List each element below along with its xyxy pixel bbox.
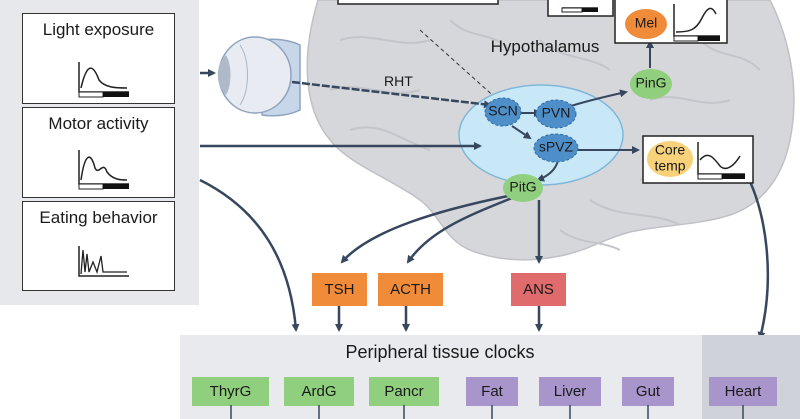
- scn-label: SCN: [488, 103, 518, 119]
- ping-label: PinG: [635, 75, 666, 91]
- motor-curve-icon: [78, 150, 129, 190]
- pitg-label: PitG: [509, 179, 536, 195]
- tissue-connectors: [230, 405, 744, 419]
- hypothalamus-label: Hypothalamus: [491, 37, 600, 56]
- acth-box: ACTH: [378, 273, 443, 306]
- motor-activity-card: Motor activity: [22, 107, 175, 198]
- peripheral-title: Peripheral tissue clocks: [345, 342, 535, 362]
- tissue-fat: Fat: [466, 377, 518, 406]
- motor-activity-label: Motor activity: [48, 114, 149, 133]
- light-exposure-card: Light exposure: [22, 13, 175, 104]
- eating-behavior-label: Eating behavior: [39, 208, 158, 227]
- tsh-box: TSH: [312, 273, 367, 306]
- tissue-liver: Liver: [539, 377, 601, 406]
- dashed-connector: [419, 29, 499, 101]
- pvn-label: PVN: [542, 105, 571, 121]
- core-temp-node: [647, 141, 693, 177]
- tissue-thyrg: ThyrG: [192, 377, 269, 406]
- eating-behavior-card: Eating behavior: [22, 201, 175, 291]
- spvz-node: [533, 133, 579, 163]
- eating-curve-icon: [78, 246, 129, 277]
- tissue-ardg: ArdG: [284, 377, 354, 406]
- core-temp-label-2: temp: [654, 158, 685, 174]
- rht-path: [291, 80, 492, 109]
- mel-node: [625, 9, 667, 39]
- mel-label: Mel: [635, 15, 658, 31]
- ans-box: ANS: [511, 273, 566, 306]
- light-exposure-label: Light exposure: [42, 20, 155, 39]
- pvn-node: [535, 99, 577, 129]
- hypothalamus-region: [458, 84, 624, 186]
- tissue-gut: Gut: [622, 377, 674, 406]
- rht-label: RHT: [384, 73, 413, 89]
- eye-icon: [217, 36, 301, 117]
- ping-node: [630, 69, 672, 99]
- core-temp-label-1: Core: [655, 142, 686, 158]
- top-box-partial: [337, 0, 499, 5]
- tissue-heart: Heart: [709, 377, 777, 406]
- scn-node: [484, 97, 522, 127]
- pitg-node: [503, 174, 543, 202]
- light-curve-icon: [78, 62, 129, 98]
- spvz-label: sPVZ: [539, 139, 574, 155]
- eating-arrow: [199, 178, 300, 332]
- tissue-pancr: Pancr: [369, 377, 439, 406]
- external-cues-panel: Light exposure Motor activity Eating beh…: [0, 0, 199, 305]
